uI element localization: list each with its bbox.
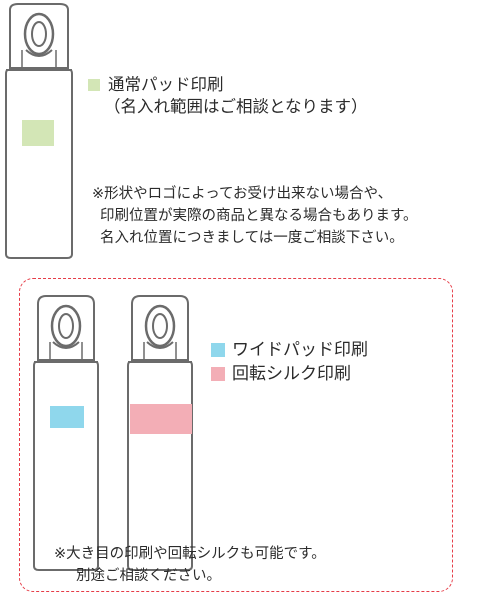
legend-swatch-wide-pad xyxy=(211,343,225,357)
bottle-illustration-standard xyxy=(4,2,80,260)
bottle-outline xyxy=(5,3,73,259)
print-area-rotary-silk xyxy=(130,404,192,434)
dashed-option-box xyxy=(19,278,453,592)
print-area-standard xyxy=(22,120,54,146)
note-line-2: 印刷位置が実際の商品と異なる場合もあります。 xyxy=(100,208,418,224)
bottom-note-line-2: 別途ご相談ください。 xyxy=(76,568,221,584)
bottle-illustration-wide-pad xyxy=(32,294,104,574)
bottom-note-line-1: ※大き目の印刷や回転シルクも可能です。 xyxy=(54,546,326,562)
bottle-outline xyxy=(33,295,99,571)
note-line-3: 名入れ位置につきましては一度ご相談下さい。 xyxy=(100,230,404,246)
legend-swatch-standard-pad xyxy=(88,79,100,91)
legend-label-wide-pad: ワイドパッド印刷 xyxy=(232,340,368,360)
bottle-outline xyxy=(127,295,193,571)
legend-note-name-range: （名入れ範囲はご相談となります） xyxy=(104,97,368,116)
print-area-wide-pad xyxy=(50,406,84,428)
legend-label-rotary-silk: 回転シルク印刷 xyxy=(232,364,351,384)
note-line-1: ※形状やロゴによってお受け出来ない場合や、 xyxy=(92,186,393,202)
bottle-illustration-rotary-silk xyxy=(126,294,198,574)
legend-swatch-rotary-silk xyxy=(211,367,225,381)
legend-label-standard-pad: 通常パッド印刷 xyxy=(108,75,224,94)
